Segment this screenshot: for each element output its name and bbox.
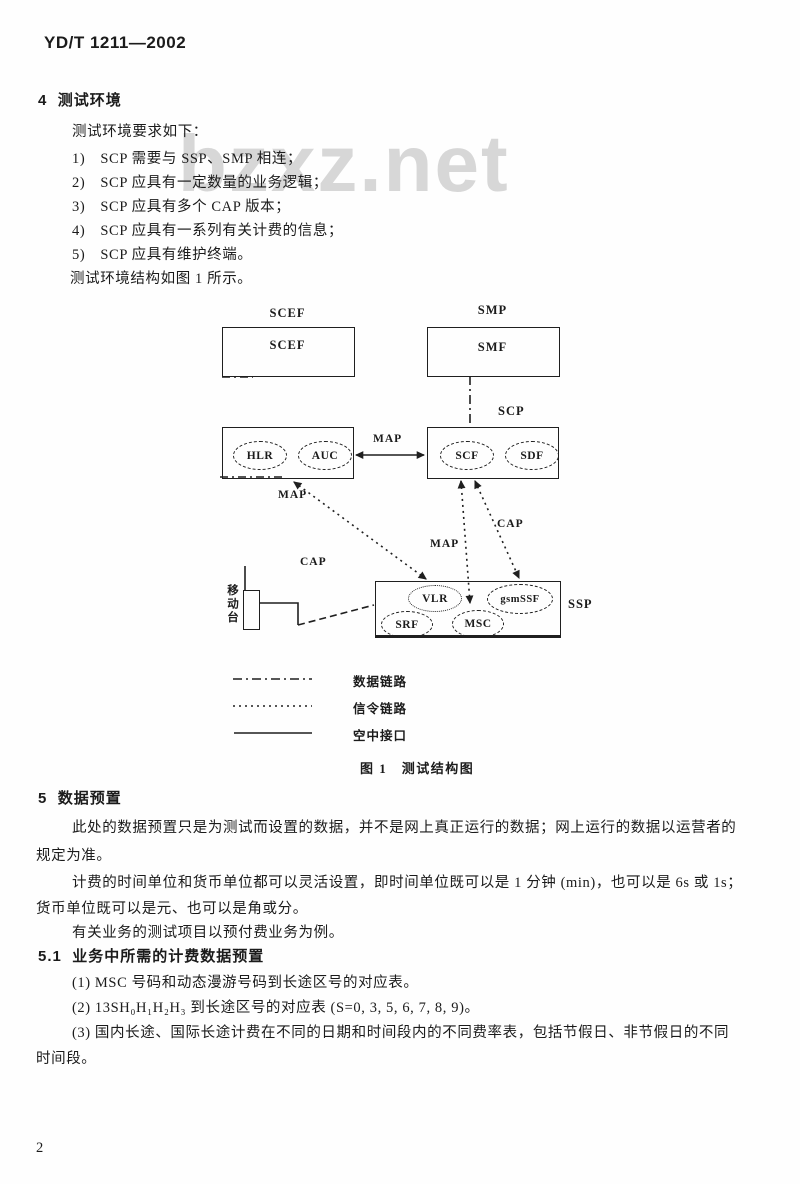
data-item-3-continuation: 时间段。 xyxy=(36,1051,97,1067)
figure-caption: 图 1 测试结构图 xyxy=(360,761,475,776)
cap-label-left: CAP xyxy=(300,556,327,568)
data-item-2: (2) 13SH₀H₁H₂H₃ 到长途区号的对应表 (S=0, 3, 5, 6,… xyxy=(72,1000,480,1016)
section-5-1-heading: 5.1 业务中所需的计费数据预置 xyxy=(38,945,264,966)
requirement-item-1: 1) SCP 需要与 SSP、SMP 相连； xyxy=(72,151,303,167)
map-label-diagonal: MAP xyxy=(278,489,308,501)
smf-box-label: SMF xyxy=(477,340,508,354)
para-3: 有关业务的测试项目以预付费业务为例。 xyxy=(72,925,344,941)
legend-label-signaling-link: 信令链路 xyxy=(353,702,408,716)
mobile-station-symbol xyxy=(243,590,260,630)
section-5-1-number: 5.1 xyxy=(38,948,62,965)
vlr-node: VLR xyxy=(408,585,462,612)
scef-box xyxy=(222,327,355,377)
para-2-line-1: 计费的时间单位和货币单位都可以灵活设置，即时间单位既可以是 1 分钟 (min)… xyxy=(72,875,743,891)
section-5-1-title: 业务中所需的计费数据预置 xyxy=(72,948,265,965)
requirement-item-5: 5) SCP 应具有维护终端。 xyxy=(72,247,253,263)
section-5-title: 数据预置 xyxy=(57,790,122,807)
para-1-line-2: 规定为准。 xyxy=(36,848,112,864)
link-mobile-ssp xyxy=(297,604,375,626)
map-label-vertical: MAP xyxy=(430,538,460,550)
standard-number: YD/T 1211—2002 xyxy=(44,33,187,52)
scp-box-title: SCP xyxy=(498,404,525,418)
sdf-node: SDF xyxy=(505,441,559,470)
hlr-auc-box xyxy=(222,427,354,479)
srf-node: SRF xyxy=(381,611,433,638)
cap-label-right: CAP xyxy=(497,518,524,530)
requirement-item-2: 2) SCP 应具有一定数量的业务逻辑； xyxy=(72,175,328,191)
page-number: 2 xyxy=(36,1140,44,1156)
msc-node: MSC xyxy=(452,610,504,638)
scf-node: SCF xyxy=(440,441,494,470)
hlr-node: HLR xyxy=(233,441,287,470)
mobile-station-label: 移动台 xyxy=(226,584,238,625)
legend-label-data-link: 数据链路 xyxy=(353,675,408,689)
smf-box xyxy=(427,327,560,377)
para-2-line-2: 货币单位既可以是元、也可以是角或分。 xyxy=(36,901,308,917)
section-4-intro: 测试环境要求如下： xyxy=(72,124,208,140)
legend-label-air-interface: 空中接口 xyxy=(353,729,408,743)
ssp-box-title: SSP xyxy=(568,597,593,611)
section-4-title: 测试环境 xyxy=(57,92,122,109)
section-4-outro: 测试环境结构如图 1 所示。 xyxy=(70,271,253,287)
watermark: bzxz.net xyxy=(178,119,510,208)
section-5-number: 5 xyxy=(38,790,48,807)
data-item-1: (1) MSC 号码和动态漫游号码到长途区号的对应表。 xyxy=(72,975,419,991)
scef-box-label: SCEF xyxy=(269,338,306,352)
section-4-number: 4 xyxy=(38,92,48,109)
data-item-3: (3) 国内长途、国际长途计费在不同的日期和时间段内的不同费率表，包括节假日、非… xyxy=(72,1025,730,1041)
auc-node: AUC xyxy=(298,441,352,470)
smp-box-title: SMP xyxy=(477,303,508,317)
map-label-horizontal: MAP xyxy=(373,433,403,445)
para-1-line-1: 此处的数据预置只是为测试而设置的数据，并不是网上真正运行的数据；网上运行的数据以… xyxy=(72,820,737,836)
requirement-item-3: 3) SCP 应具有多个 CAP 版本； xyxy=(72,199,291,215)
scef-box-title: SCEF xyxy=(269,306,306,320)
section-4-heading: 4 测试环境 xyxy=(38,89,122,110)
gsmssf-node: gsmSSF xyxy=(487,584,553,614)
requirement-item-4: 4) SCP 应具有一系列有关计费的信息； xyxy=(72,223,344,239)
section-5-heading: 5 数据预置 xyxy=(38,787,122,808)
link-mobile-solid xyxy=(259,602,299,625)
